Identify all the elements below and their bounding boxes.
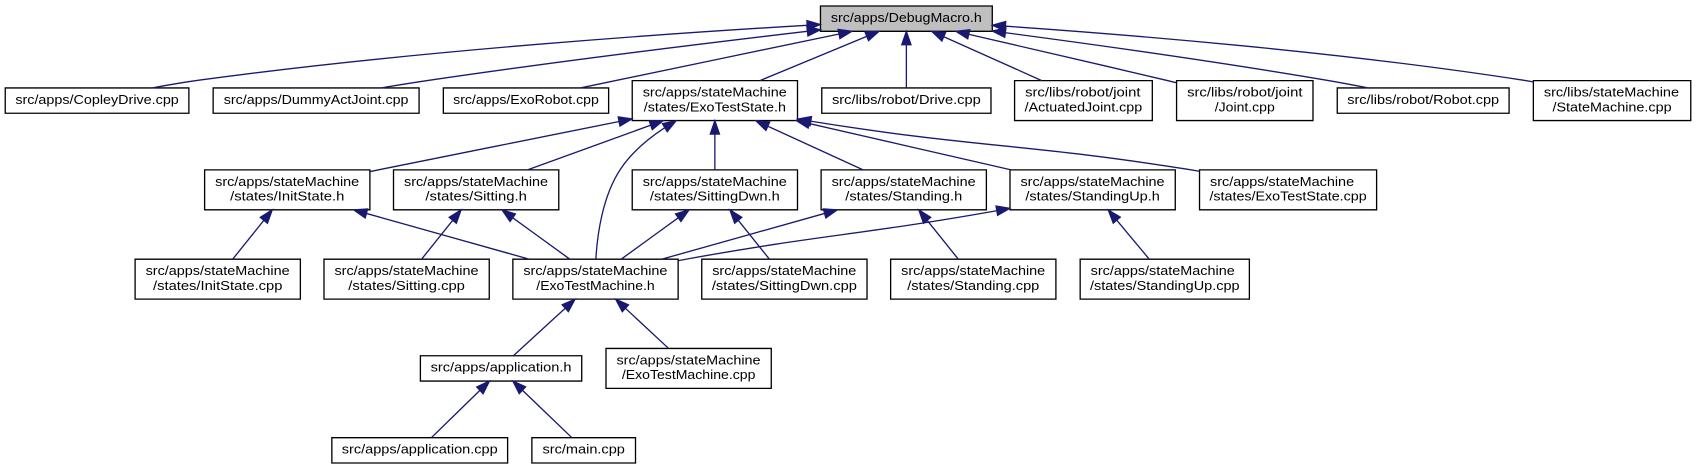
svg-text:/states/InitState.h: /states/InitState.h [230, 188, 344, 203]
svg-text:src/apps/stateMachine: src/apps/stateMachine [616, 352, 760, 367]
svg-text:src/apps/stateMachine: src/apps/stateMachine [1091, 263, 1235, 278]
svg-text:src/apps/stateMachine: src/apps/stateMachine [643, 174, 787, 189]
svg-text:src/apps/stateMachine: src/apps/stateMachine [404, 174, 548, 189]
svg-text:src/apps/stateMachine: src/apps/stateMachine [1210, 174, 1354, 189]
svg-text:/ActuatedJoint.cpp: /ActuatedJoint.cpp [1025, 99, 1143, 114]
svg-text:/Joint.cpp: /Joint.cpp [1215, 99, 1275, 114]
svg-text:src/apps/stateMachine: src/apps/stateMachine [832, 174, 976, 189]
svg-text:/StateMachine.cpp: /StateMachine.cpp [1552, 99, 1671, 114]
svg-text:src/apps/stateMachine: src/apps/stateMachine [643, 85, 787, 100]
svg-text:/states/StandingUp.h: /states/StandingUp.h [1025, 188, 1159, 203]
svg-text:src/apps/stateMachine: src/apps/stateMachine [712, 263, 856, 278]
svg-text:/states/SittingDwn.cpp: /states/SittingDwn.cpp [712, 278, 857, 293]
svg-text:src/apps/ExoRobot.cpp: src/apps/ExoRobot.cpp [453, 92, 599, 107]
svg-text:src/apps/DebugMacro.h: src/apps/DebugMacro.h [831, 10, 982, 25]
svg-text:src/libs/robot/Drive.cpp: src/libs/robot/Drive.cpp [832, 92, 981, 107]
svg-text:/states/ExoTestState.h: /states/ExoTestState.h [644, 99, 786, 114]
svg-text:/states/SittingDwn.h: /states/SittingDwn.h [650, 188, 780, 203]
svg-text:src/libs/robot/joint: src/libs/robot/joint [1025, 85, 1141, 100]
svg-text:/states/StandingUp.cpp: /states/StandingUp.cpp [1090, 278, 1240, 293]
svg-text:src/apps/stateMachine: src/apps/stateMachine [215, 174, 359, 189]
svg-text:src/apps/DummyActJoint.cpp: src/apps/DummyActJoint.cpp [224, 92, 409, 107]
svg-text:src/apps/stateMachine: src/apps/stateMachine [146, 263, 290, 278]
svg-text:src/apps/stateMachine: src/apps/stateMachine [1020, 174, 1164, 189]
svg-text:/states/InitState.cpp: /states/InitState.cpp [153, 278, 282, 293]
svg-text:/ExoTestMachine.cpp: /ExoTestMachine.cpp [622, 367, 756, 382]
svg-text:src/apps/application.h: src/apps/application.h [431, 360, 572, 375]
svg-text:src/apps/application.cpp: src/apps/application.cpp [342, 442, 498, 457]
svg-text:/ExoTestMachine.h: /ExoTestMachine.h [536, 278, 654, 293]
svg-text:/states/ExoTestState.cpp: /states/ExoTestState.cpp [1209, 188, 1366, 203]
svg-text:/states/Standing.h: /states/Standing.h [845, 188, 962, 203]
svg-text:src/libs/stateMachine: src/libs/stateMachine [1544, 85, 1679, 100]
svg-text:/states/Standing.cpp: /states/Standing.cpp [907, 278, 1039, 293]
svg-text:src/libs/robot/Robot.cpp: src/libs/robot/Robot.cpp [1347, 92, 1499, 107]
svg-text:/states/Sitting.cpp: /states/Sitting.cpp [348, 278, 465, 293]
svg-text:src/apps/stateMachine: src/apps/stateMachine [334, 263, 478, 278]
svg-text:/states/Sitting.h: /states/Sitting.h [425, 188, 526, 203]
svg-text:src/apps/CopleyDrive.cpp: src/apps/CopleyDrive.cpp [15, 92, 178, 107]
svg-text:src/main.cpp: src/main.cpp [543, 442, 625, 457]
svg-text:src/apps/stateMachine: src/apps/stateMachine [523, 263, 667, 278]
svg-text:src/libs/robot/joint: src/libs/robot/joint [1187, 85, 1303, 100]
svg-text:src/apps/stateMachine: src/apps/stateMachine [901, 263, 1045, 278]
